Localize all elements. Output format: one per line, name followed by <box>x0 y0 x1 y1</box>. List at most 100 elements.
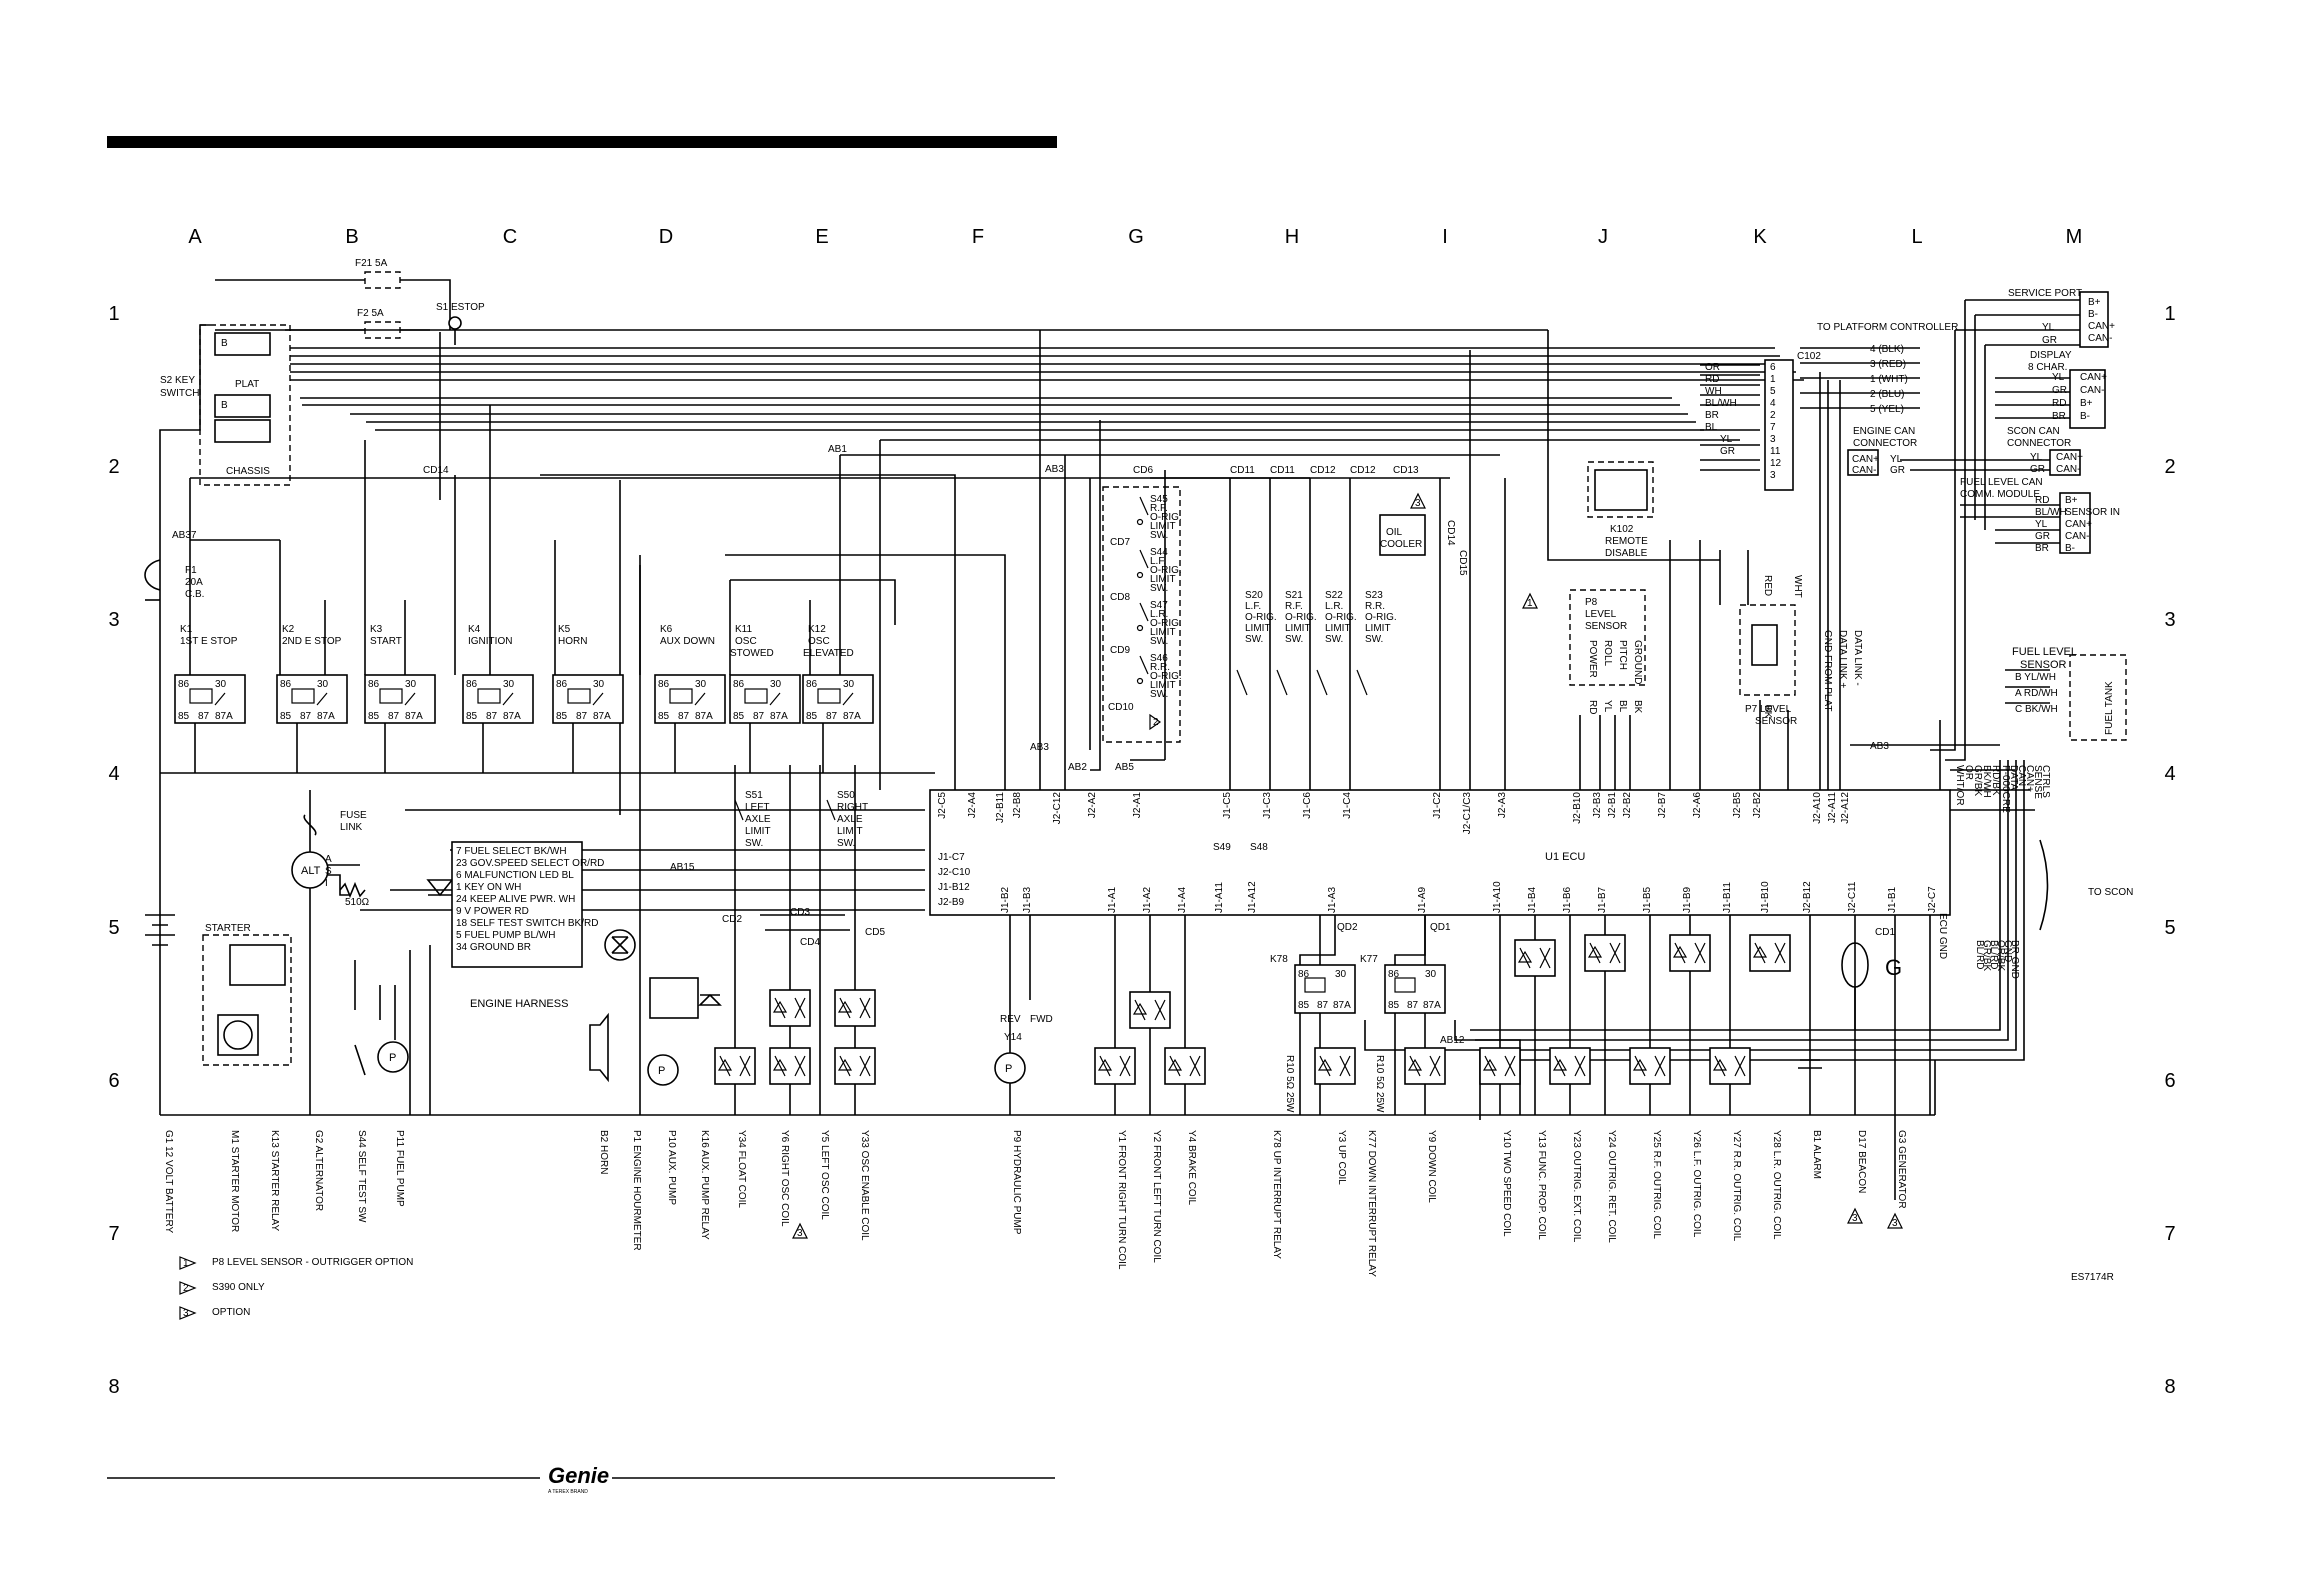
axle-switch-contact-icon <box>734 799 744 821</box>
ecu-top-pin: J2-A1 <box>1132 792 1143 819</box>
service-port-title: SERVICE PORT <box>2008 288 2082 299</box>
ecu-left-pin: J2-C10 <box>938 867 971 878</box>
cd10-label: CD10 <box>1108 702 1134 713</box>
resistor-label: R10 5Ω 25W <box>1374 1055 1385 1113</box>
estop-button <box>448 316 462 330</box>
coil-valve-icon <box>1714 1055 1746 1077</box>
relay-pin-30: 30 <box>843 679 855 690</box>
ecu-bottom-pin: J1-B1 <box>1887 886 1898 913</box>
coil-diode-icon <box>1587 945 1603 958</box>
relay-link-wire <box>540 474 956 790</box>
ab3-label-lower: AB3 <box>1030 742 1049 753</box>
resistor-icon <box>339 881 366 899</box>
component-label-p9: P9 HYDRAULIC PUMP <box>1011 1130 1022 1235</box>
ecu-right-label: BK/WH <box>1981 765 1992 798</box>
aux-pump-relay <box>649 977 699 1019</box>
column-letter: C <box>503 226 517 248</box>
column-letter: B <box>345 226 358 248</box>
component-label-g2: G2 ALTERNATOR <box>313 1130 324 1211</box>
relay-id: K5 <box>558 624 571 635</box>
platform-color: BR <box>1705 410 1719 421</box>
ecu-top-pin: J2-B11 <box>995 792 1006 823</box>
relay-pin-30: 30 <box>593 679 605 690</box>
ecu-bottom-pin: J1-B10 <box>1760 881 1771 913</box>
ecu-top-pin: J2-C1/C3 <box>1462 792 1473 835</box>
relay-coil-icon <box>567 688 591 704</box>
lf-outrig-coil <box>1669 934 1711 972</box>
relay-id: K77 <box>1360 954 1378 965</box>
relay-pin-87a: 87A <box>770 711 788 722</box>
limit-switch-label: LIMIT <box>1150 574 1176 585</box>
limit-switch-contact-icon <box>1236 669 1248 696</box>
coil-diode-icon <box>1712 1058 1728 1071</box>
p8-title: LEVEL <box>1585 609 1617 620</box>
column-letter: K <box>1753 226 1767 248</box>
f2-fuse <box>364 321 401 339</box>
relay-pin-87: 87 <box>1407 1000 1419 1011</box>
note-marker-icon <box>179 1306 197 1320</box>
ecu-top-pin: J1-C3 <box>1262 792 1273 819</box>
fuel-sensor-pin: C BK/WH <box>2015 704 2058 715</box>
limit-switch-label: O-RIG. <box>1325 612 1357 623</box>
alarm-icon <box>1798 1059 1822 1069</box>
ecu-bottom-pin: J1-B11 <box>1722 882 1733 913</box>
note-ref-marker: 3 <box>1847 1207 1863 1224</box>
component-label-g3: G3 GENERATOR <box>1896 1130 1907 1209</box>
pump-rev-label: REV <box>1000 1014 1021 1025</box>
relay-contact-icon <box>842 692 854 706</box>
connector-dot <box>1136 624 1144 632</box>
ecu-top-pin: J1-C6 <box>1302 792 1313 819</box>
oil-cooler-label: OIL <box>1386 527 1403 538</box>
relay-id: K78 <box>1270 954 1288 965</box>
relay-pin-85: 85 <box>556 711 568 722</box>
ecu-top-pin: J1-C2 <box>1432 792 1443 819</box>
engine-can-color: YL <box>1890 454 1903 465</box>
static-labels: F21 5A F2 5A S1 ESTOP S2 KEY SWITCH PLAT… <box>160 258 2133 1495</box>
brake-coil <box>1164 1047 1206 1085</box>
coil-valve-icon <box>1634 1055 1666 1077</box>
engine-can-wires <box>1900 459 2050 471</box>
enable-coil <box>834 1047 876 1085</box>
fuel-module-color: BL/WH <box>2035 507 2067 518</box>
hydraulic-pump-symbol: P <box>1005 1063 1012 1075</box>
note-ref-marker: 3 <box>1410 492 1426 509</box>
limit-switch-label: R.R. <box>1150 662 1170 673</box>
relay-id: K4 <box>468 624 481 635</box>
relay-pin-87: 87 <box>486 711 498 722</box>
limit-switch-label: S45 <box>1150 494 1168 505</box>
fuel-module-title: COMM. MODULE <box>1960 489 2040 500</box>
ecu-bottom-pin: J1-B7 <box>1597 886 1608 913</box>
rf-outrig-coil <box>1629 1047 1671 1085</box>
scon-can-color: YL <box>2030 452 2043 463</box>
column-letter: G <box>1128 226 1144 248</box>
right-osc-coil <box>769 989 811 1027</box>
relay-pin-87: 87 <box>678 711 690 722</box>
engine-harness-title: ENGINE HARNESS <box>470 998 568 1010</box>
c102-connector <box>1764 359 1794 491</box>
relay-body <box>729 674 801 724</box>
platform-wires <box>1700 429 1760 471</box>
display-pin: CAN+ <box>2080 372 2107 383</box>
component-label-y26: Y26 L.F. OUTRIG. COIL <box>1691 1130 1702 1238</box>
ab3-label: AB3 <box>1045 464 1064 475</box>
row-number-right: 3 <box>2164 609 2175 631</box>
up-coil <box>1314 1047 1356 1085</box>
component-label-y3: Y3 UP COIL <box>1336 1130 1347 1185</box>
ecu-right-label: SENSE <box>2032 765 2043 799</box>
fuse-link-icon <box>303 814 317 836</box>
c102-label: C102 <box>1797 351 1821 362</box>
c102-pin: 5 <box>1770 386 1776 397</box>
relay-coil-icon <box>817 688 841 704</box>
engine-can-title: ENGINE CAN <box>1853 426 1915 437</box>
k102-label: REMOTE <box>1605 536 1648 547</box>
relay-pin-87: 87 <box>753 711 765 722</box>
platform-wires <box>1800 347 1920 409</box>
